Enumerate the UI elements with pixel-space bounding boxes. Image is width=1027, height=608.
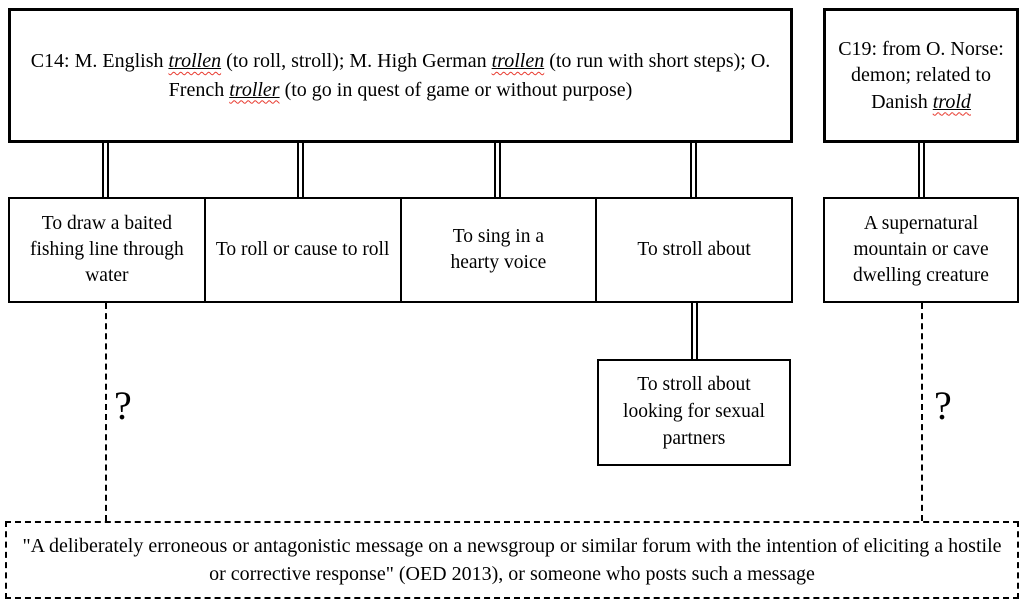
sense-stroll-text: To stroll about <box>637 238 751 260</box>
connector-c14-fishing <box>102 143 109 197</box>
sense-sing-text: To sing in a hearty voice <box>450 225 547 273</box>
connector-c19-creature <box>918 143 925 197</box>
uncertain-link-left-line <box>105 303 107 521</box>
modern-definition-box: "A deliberately erroneous or antagonisti… <box>5 521 1019 599</box>
uncertain-link-right-line <box>921 303 923 521</box>
etymology-c19-box: C19: from O. Norse: demon; related to Da… <box>823 8 1019 143</box>
sense-fishing-box: To draw a baited fishing line through wa… <box>10 199 204 301</box>
sense-roll-box: To roll or cause to roll <box>203 199 400 301</box>
sense-roll-text: To roll or cause to roll <box>215 238 390 260</box>
connector-c14-roll <box>297 143 304 197</box>
question-mark-left: ? <box>114 383 132 428</box>
etymology-c14-box: C14: M. English trollen (to roll, stroll… <box>8 8 793 143</box>
sense-fishing-text: To draw a baited fishing line through wa… <box>29 212 184 287</box>
etymology-c19-text: C19: from O. Norse: demon; related to Da… <box>838 37 1004 113</box>
sense-sing-box: To sing in a hearty voice <box>399 199 596 301</box>
modern-definition-text: "A deliberately erroneous or antagonisti… <box>22 535 1002 585</box>
etymology-c14-text: C14: M. English trollen (to roll, stroll… <box>30 50 771 101</box>
sense-cruise-text: To stroll about looking for sexual partn… <box>623 374 765 449</box>
sense-creature-box: A supernatural mountain or cave dwelling… <box>823 197 1019 303</box>
connector-c14-sing <box>494 143 501 197</box>
question-mark-right: ? <box>934 383 952 428</box>
sense-stroll-box: To stroll about <box>595 199 791 301</box>
senses-row: To draw a baited fishing line through wa… <box>8 197 793 303</box>
sense-cruise-box: To stroll about looking for sexual partn… <box>597 359 791 466</box>
connector-stroll-cruise <box>691 303 698 359</box>
sense-creature-text: A supernatural mountain or cave dwelling… <box>853 212 989 287</box>
connector-c14-stroll <box>690 143 697 197</box>
